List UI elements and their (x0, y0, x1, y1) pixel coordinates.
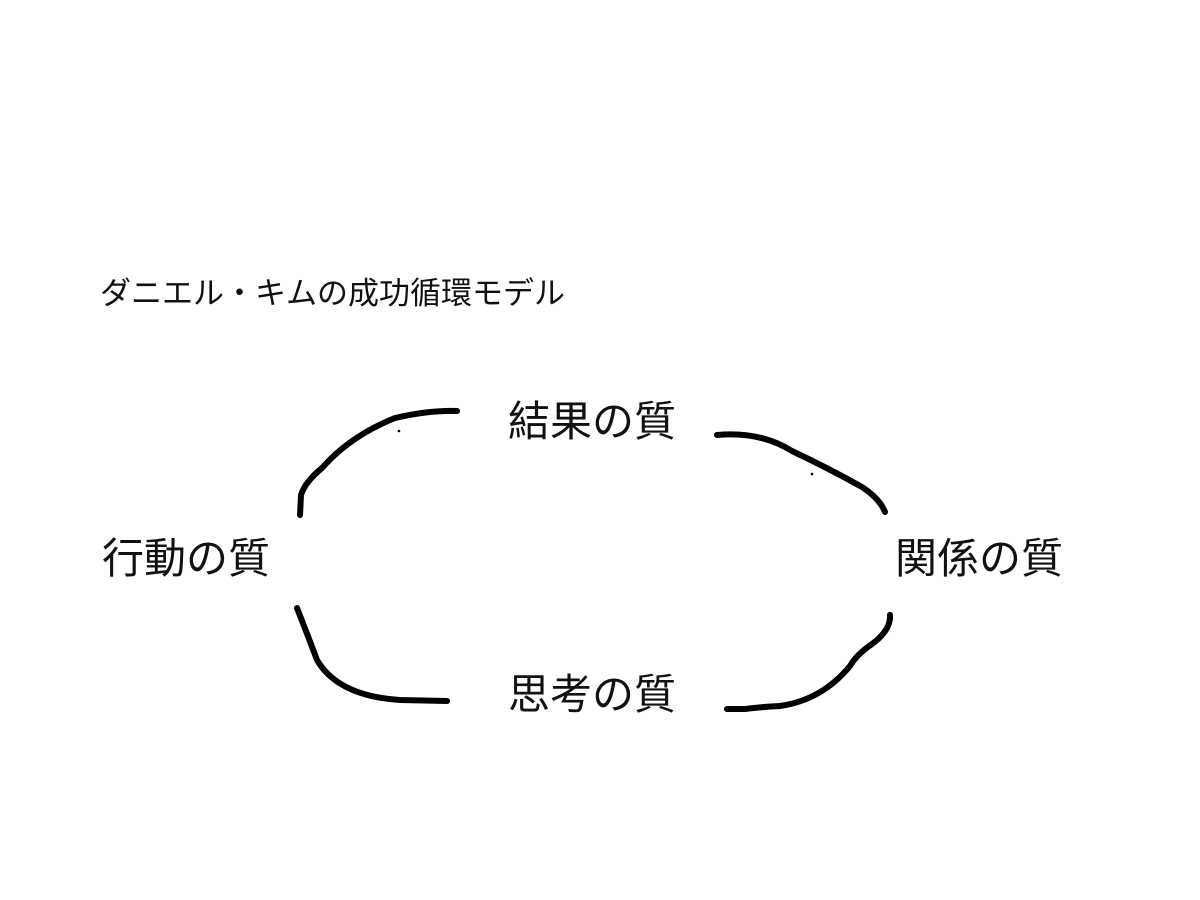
node-action-quality: 行動の質 (102, 534, 271, 583)
diagram-title: ダニエル・キムの成功循環モデル (100, 276, 565, 312)
stroke-right-to-bottom (724, 612, 894, 712)
stroke-top-to-right (714, 431, 888, 515)
node-results-quality: 結果の質 (508, 397, 677, 446)
stroke-left-to-top (297, 407, 460, 518)
node-thinking-quality: 思考の質 (508, 670, 677, 719)
stroke-bottom-to-left (294, 605, 450, 704)
stray-dot (810, 472, 814, 476)
stray-dot (397, 429, 401, 433)
node-relationship-quality: 関係の質 (895, 534, 1064, 583)
